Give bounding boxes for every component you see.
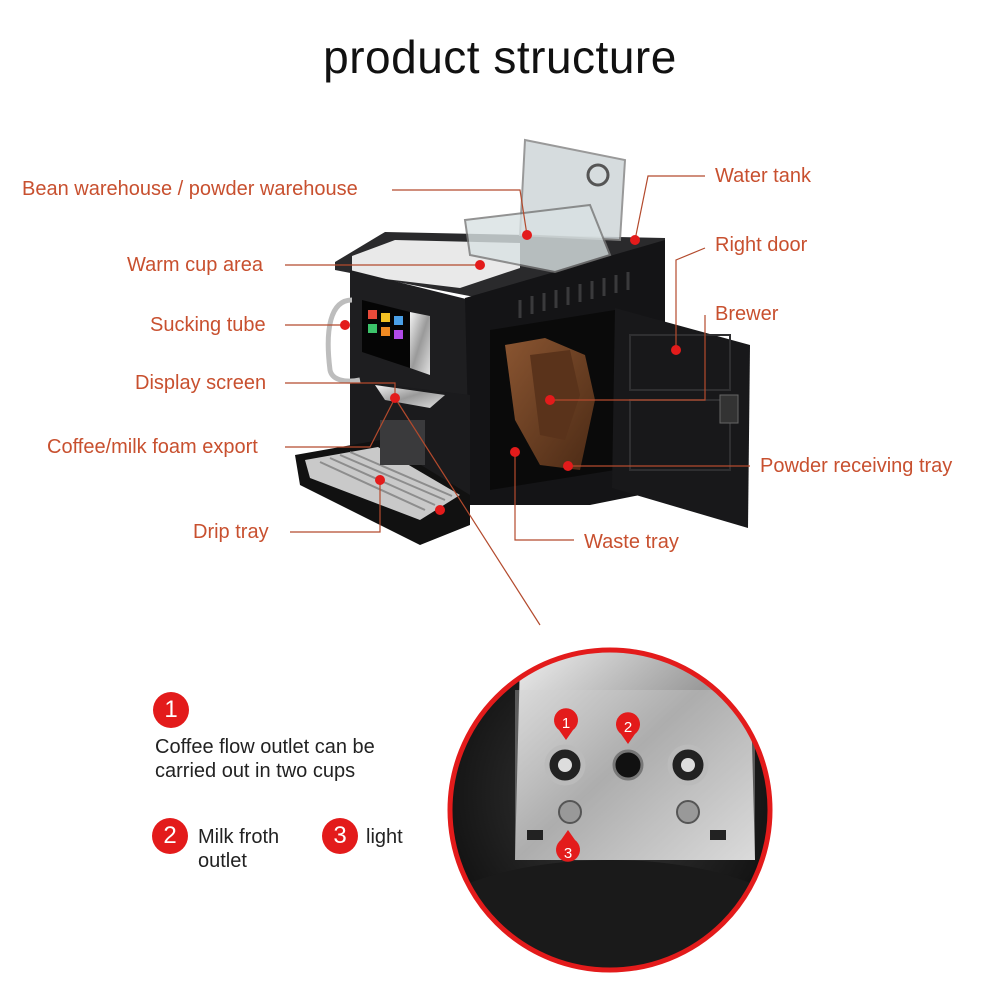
zoom-marker-1-label: 1: [562, 715, 570, 732]
legend-badge-1: 1: [153, 692, 189, 728]
legend-badge-2: 2: [152, 818, 188, 854]
zoom-marker-2: 2: [616, 712, 641, 744]
legend-text-3-line1: light: [366, 826, 403, 848]
display-screen: [362, 300, 430, 375]
zoom-marker-1: 1: [554, 708, 578, 740]
coffee-outlet: [375, 385, 445, 465]
zoom-marker-2-label: 2: [624, 719, 632, 736]
label-right-door: Right door: [715, 234, 808, 256]
page-title: product structure: [323, 31, 677, 83]
label-drip-tray: Drip tray: [193, 521, 269, 543]
zoom-marker-3: 3: [556, 830, 581, 862]
label-display-screen: Display screen: [135, 372, 267, 394]
legend-badge-3: 3: [322, 818, 358, 854]
legend-text-2-line1: Milk froth: [198, 826, 280, 848]
label-brewer: Brewer: [715, 303, 779, 325]
sucking-tube: [325, 297, 361, 384]
machine-body: [295, 232, 665, 545]
callout-dots: [340, 230, 681, 485]
legend-text-3: light: [366, 825, 403, 849]
label-warm-cup-area: Warm cup area: [127, 254, 263, 276]
label-sucking-tube: Sucking tube: [150, 314, 266, 336]
water-tank: [463, 138, 627, 274]
label-coffee-milk-export: Coffee/milk foam export: [47, 436, 258, 458]
legend-text-1-line2: carried out in two cups: [155, 760, 356, 782]
zoom-marker-3-label: 3: [564, 845, 572, 862]
label-powder-receiving-tray: Powder receiving tray: [760, 455, 953, 477]
legend-text-2-line2: outlet: [198, 850, 247, 872]
legend-text-2: Milk froth outlet: [198, 825, 279, 873]
label-water-tank: Water tank: [715, 165, 811, 187]
label-waste-tray: Waste tray: [584, 531, 679, 553]
legend-text-1-line1: Coffee flow outlet can be: [155, 736, 375, 758]
zoom-detail: [447, 647, 773, 973]
legend-text-1: Coffee flow outlet can be carried out in…: [155, 735, 375, 783]
label-bean-warehouse: Bean warehouse / powder warehouse: [22, 178, 358, 200]
